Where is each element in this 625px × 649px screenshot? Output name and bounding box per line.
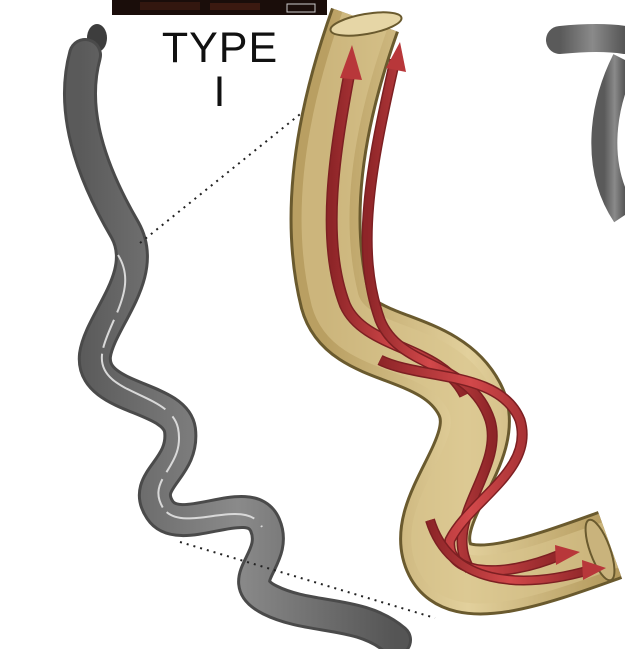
vessel-partial-right [560, 38, 625, 215]
type-label-line1: TYPE [130, 26, 310, 70]
type-label-line2: I [130, 70, 310, 114]
inset-image-thumbnail [112, 0, 327, 15]
type-label: TYPE I [130, 26, 310, 114]
flow-arrows [332, 42, 606, 580]
